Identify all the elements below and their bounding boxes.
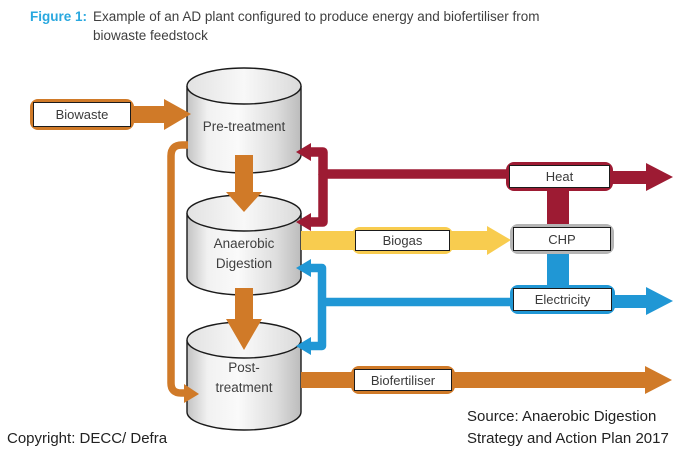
biofertiliser-label-box: Biofertiliser bbox=[351, 366, 455, 394]
source-line1: Source: Anaerobic Digestion bbox=[467, 408, 657, 425]
figure-number: Figure 1: bbox=[30, 9, 88, 24]
source-line2: Strategy and Action Plan 2017 bbox=[467, 430, 669, 447]
electricity-arrow-into-digestion bbox=[296, 259, 311, 277]
figure-caption: Figure 1: Example of an AD plant configur… bbox=[30, 9, 540, 24]
posttreatment-cylinder bbox=[186, 321, 302, 431]
source-text: Source: Anaerobic Digestion Strategy and… bbox=[467, 406, 669, 450]
chp-label: CHP bbox=[513, 227, 611, 251]
posttreatment-label-line2: treatment bbox=[215, 380, 273, 395]
posttreatment-label-line1: Post- bbox=[228, 360, 260, 375]
biowaste-input-arrow bbox=[134, 99, 191, 130]
heat-label: Heat bbox=[509, 165, 610, 188]
pretreatment-bypass-line bbox=[167, 141, 199, 403]
heat-label-box: Heat bbox=[506, 162, 613, 191]
biowaste-label: Biowaste bbox=[33, 102, 131, 127]
biowaste-label-box: Biowaste bbox=[30, 99, 134, 130]
heat-arrow-into-pretreatment bbox=[296, 143, 311, 161]
digestion-to-posttreatment-arrow bbox=[226, 288, 262, 350]
anaerobic-digestion-label: Anaerobic Digestion bbox=[187, 234, 301, 274]
electricity-label-box: Electricity bbox=[510, 285, 615, 314]
biogas-label-box: Biogas bbox=[352, 227, 453, 254]
anaerobic-digestion-label-line2: Digestion bbox=[215, 256, 273, 271]
pretreatment-cylinder bbox=[186, 67, 302, 174]
electricity-label: Electricity bbox=[513, 288, 612, 311]
anaerobic-digestion-cylinder bbox=[186, 194, 302, 296]
biogas-label: Biogas bbox=[355, 230, 450, 251]
electricity-arrow-into-posttreatment bbox=[296, 337, 311, 355]
pretreatment-label: Pre-treatment bbox=[202, 119, 286, 134]
pretreatment-to-digestion-arrow bbox=[226, 155, 262, 212]
figure-caption-text: Example of an AD plant configured to pro… bbox=[93, 9, 540, 24]
copyright-text: Copyright: DECC/ Defra bbox=[7, 430, 168, 447]
heat-output-arrow bbox=[611, 163, 673, 191]
chp-label-box: CHP bbox=[510, 224, 614, 254]
electricity-output-arrow bbox=[613, 287, 673, 315]
posttreatment-label: Post- treatment bbox=[187, 358, 301, 398]
heat-recirculation-line bbox=[296, 143, 508, 231]
electricity-recirculation-line bbox=[296, 259, 511, 355]
anaerobic-digestion-label-line1: Anaerobic bbox=[213, 236, 275, 251]
figure-caption-line2: biowaste feedstock bbox=[93, 28, 208, 43]
biofertiliser-label: Biofertiliser bbox=[354, 369, 452, 391]
chp-electricity-connector bbox=[547, 252, 569, 288]
heat-chp-connector bbox=[547, 188, 569, 228]
heat-arrow-into-digestion bbox=[296, 213, 311, 231]
